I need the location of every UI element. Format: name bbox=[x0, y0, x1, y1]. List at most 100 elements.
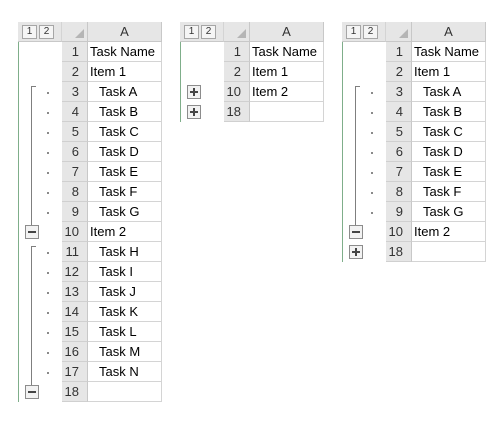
outline-detail-dot bbox=[47, 312, 49, 314]
cell-a14[interactable]: Task K bbox=[88, 302, 162, 322]
select-all-corner[interactable] bbox=[224, 22, 250, 42]
cell-a10[interactable]: Item 2 bbox=[412, 222, 486, 242]
cell-a5[interactable]: Task C bbox=[88, 122, 162, 142]
cell-a15[interactable]: Task L bbox=[88, 322, 162, 342]
outline-level-1-button[interactable]: 1 bbox=[346, 25, 361, 39]
row-header-2[interactable]: 2 bbox=[224, 62, 250, 82]
cell-a18[interactable] bbox=[412, 242, 486, 262]
cell-a2[interactable]: Item 1 bbox=[412, 62, 486, 82]
row-header-8[interactable]: 8 bbox=[386, 182, 412, 202]
select-all-corner[interactable] bbox=[386, 22, 412, 42]
row-header-11[interactable]: 11 bbox=[62, 242, 88, 262]
expand-group-button[interactable] bbox=[349, 245, 363, 259]
outline-level-1-button[interactable]: 1 bbox=[22, 25, 37, 39]
cell-a8[interactable]: Task F bbox=[88, 182, 162, 202]
row-header-13[interactable]: 13 bbox=[62, 282, 88, 302]
cell-a2[interactable]: Item 1 bbox=[88, 62, 162, 82]
outline-detail-dot bbox=[47, 212, 49, 214]
row-header-9[interactable]: 9 bbox=[386, 202, 412, 222]
outline-level-2-button[interactable]: 2 bbox=[201, 25, 216, 39]
row-header-1[interactable]: 1 bbox=[386, 42, 412, 62]
row-header-4[interactable]: 4 bbox=[62, 102, 88, 122]
expand-group-button[interactable] bbox=[187, 105, 201, 119]
row-header-5[interactable]: 5 bbox=[386, 122, 412, 142]
cell-a16[interactable]: Task M bbox=[88, 342, 162, 362]
cell-a11[interactable]: Task H bbox=[88, 242, 162, 262]
row-header-2[interactable]: 2 bbox=[62, 62, 88, 82]
cell-a17[interactable]: Task N bbox=[88, 362, 162, 382]
icon-stroke-vertical bbox=[355, 248, 357, 256]
cell-a12[interactable]: Task I bbox=[88, 262, 162, 282]
row-header-4[interactable]: 4 bbox=[386, 102, 412, 122]
collapse-group-button[interactable] bbox=[25, 225, 39, 239]
row-header-3[interactable]: 3 bbox=[386, 82, 412, 102]
cell-a10[interactable]: Item 2 bbox=[88, 222, 162, 242]
cell-a6[interactable]: Task D bbox=[412, 142, 486, 162]
row-header-5[interactable]: 5 bbox=[62, 122, 88, 142]
select-all-corner[interactable] bbox=[62, 22, 88, 42]
row-header-6[interactable]: 6 bbox=[386, 142, 412, 162]
collapse-group-button[interactable] bbox=[25, 385, 39, 399]
collapse-group-button[interactable] bbox=[349, 225, 363, 239]
frozen-edge-line bbox=[18, 22, 19, 402]
row-header-6[interactable]: 6 bbox=[62, 142, 88, 162]
cell-a9[interactable]: Task G bbox=[412, 202, 486, 222]
row-header-10[interactable]: 10 bbox=[386, 222, 412, 242]
cell-a7[interactable]: Task E bbox=[88, 162, 162, 182]
row-header-7[interactable]: 7 bbox=[62, 162, 88, 182]
row-header-12[interactable]: 12 bbox=[62, 262, 88, 282]
column-header-a[interactable]: A bbox=[412, 22, 486, 42]
outline-group-bracket bbox=[31, 86, 32, 225]
row-header-7[interactable]: 7 bbox=[386, 162, 412, 182]
outline-level-2-button[interactable]: 2 bbox=[39, 25, 54, 39]
outline-detail-dot bbox=[47, 192, 49, 194]
cell-a3[interactable]: Task A bbox=[412, 82, 486, 102]
column-header-a[interactable]: A bbox=[250, 22, 324, 42]
row-header-1[interactable]: 1 bbox=[62, 42, 88, 62]
cell-a8[interactable]: Task F bbox=[412, 182, 486, 202]
outline-detail-dot bbox=[47, 132, 49, 134]
row-header-10[interactable]: 10 bbox=[62, 222, 88, 242]
cell-a9[interactable]: Task G bbox=[88, 202, 162, 222]
row-header-3[interactable]: 3 bbox=[62, 82, 88, 102]
expand-group-button[interactable] bbox=[187, 85, 201, 99]
cell-a6[interactable]: Task D bbox=[88, 142, 162, 162]
column-header-a[interactable]: A bbox=[88, 22, 162, 42]
cell-a7[interactable]: Task E bbox=[412, 162, 486, 182]
cell-a1[interactable]: Task Name bbox=[412, 42, 486, 62]
cell-a3[interactable]: Task A bbox=[88, 82, 162, 102]
row-header-18[interactable]: 18 bbox=[386, 242, 412, 262]
cell-a13[interactable]: Task J bbox=[88, 282, 162, 302]
row-header-9[interactable]: 9 bbox=[62, 202, 88, 222]
outline-group-bracket-top bbox=[355, 86, 360, 87]
cell-a18[interactable] bbox=[88, 382, 162, 402]
icon-stroke-vertical bbox=[193, 108, 195, 116]
plus-icon bbox=[188, 86, 200, 98]
row-header-14[interactable]: 14 bbox=[62, 302, 88, 322]
row-header-18[interactable]: 18 bbox=[62, 382, 88, 402]
outline-level-2-button[interactable]: 2 bbox=[363, 25, 378, 39]
row-header-2[interactable]: 2 bbox=[386, 62, 412, 82]
frozen-edge-line bbox=[180, 22, 181, 122]
cell-a2[interactable]: Item 1 bbox=[250, 62, 324, 82]
outline-detail-dot bbox=[47, 112, 49, 114]
row-header-8[interactable]: 8 bbox=[62, 182, 88, 202]
row-header-15[interactable]: 15 bbox=[62, 322, 88, 342]
cell-a5[interactable]: Task C bbox=[412, 122, 486, 142]
row-header-18[interactable]: 18 bbox=[224, 102, 250, 122]
select-all-triangle-icon bbox=[75, 29, 84, 38]
cell-a10[interactable]: Item 2 bbox=[250, 82, 324, 102]
cell-a18[interactable] bbox=[250, 102, 324, 122]
outline-detail-dot bbox=[47, 292, 49, 294]
outline-detail-dot bbox=[371, 192, 373, 194]
cell-a4[interactable]: Task B bbox=[88, 102, 162, 122]
cell-a1[interactable]: Task Name bbox=[250, 42, 324, 62]
row-header-17[interactable]: 17 bbox=[62, 362, 88, 382]
row-header-1[interactable]: 1 bbox=[224, 42, 250, 62]
row-header-10[interactable]: 10 bbox=[224, 82, 250, 102]
cell-a1[interactable]: Task Name bbox=[88, 42, 162, 62]
cell-a4[interactable]: Task B bbox=[412, 102, 486, 122]
row-header-16[interactable]: 16 bbox=[62, 342, 88, 362]
outline-level-1-button[interactable]: 1 bbox=[184, 25, 199, 39]
